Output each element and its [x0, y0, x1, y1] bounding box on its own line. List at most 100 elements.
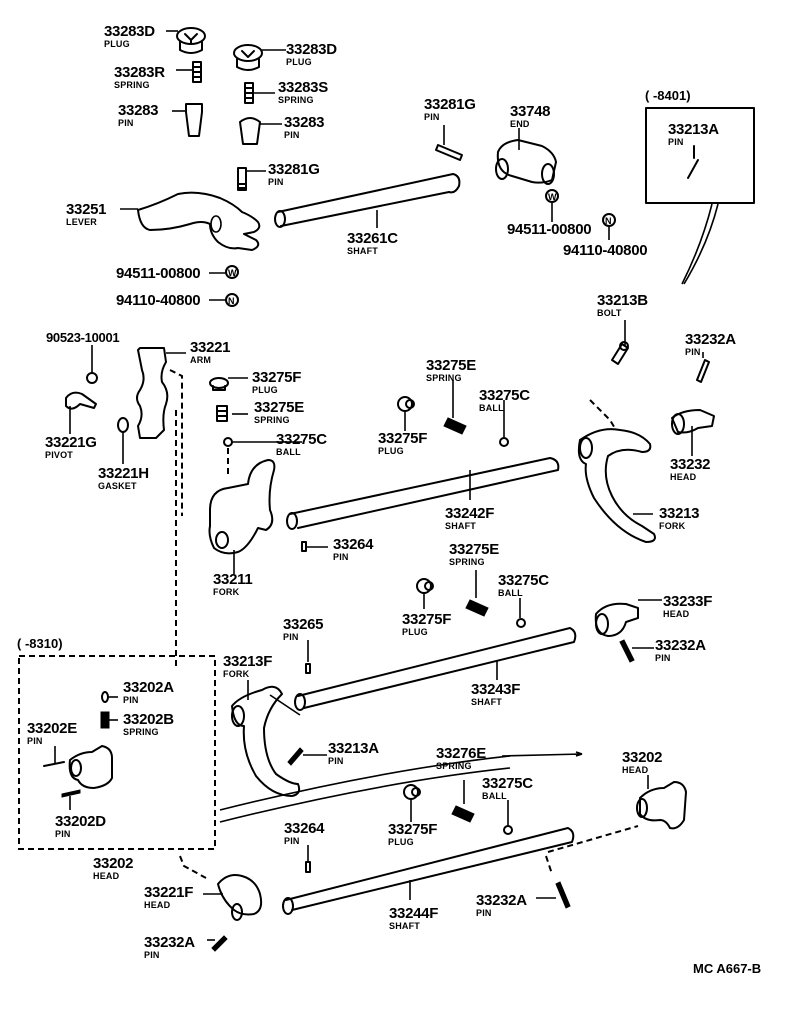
ball-icon — [516, 618, 526, 628]
part-label[interactable]: 94110-40800 — [563, 243, 648, 258]
part-number: 33232A — [655, 637, 706, 654]
guide-line — [547, 825, 639, 853]
part-name: FORK — [213, 587, 240, 597]
part-number: 33213F — [223, 653, 273, 670]
fork-icon — [577, 428, 656, 543]
svg-text:N: N — [605, 216, 612, 226]
svg-text:W: W — [228, 268, 237, 278]
pin-icon — [305, 861, 311, 873]
svg-text:N: N — [228, 296, 235, 306]
part-label[interactable]: 94511-00800 — [507, 222, 592, 237]
nut-n-icon: N — [602, 213, 616, 227]
pin-icon — [435, 144, 463, 161]
ball-icon — [499, 437, 509, 447]
part-number: 33264 — [333, 536, 374, 553]
part-number: 33275E — [426, 357, 476, 374]
part-name: HEAD — [622, 765, 649, 775]
part-number: 33275F — [402, 611, 452, 628]
washer-w-icon: W — [225, 265, 239, 279]
guide-line — [589, 399, 617, 431]
pin-icon — [301, 541, 307, 552]
part-number: 33283 — [118, 102, 159, 119]
pin-icon — [43, 761, 65, 767]
part-number: 33213B — [597, 292, 648, 309]
part-name: PLUG — [286, 57, 312, 67]
fork-icon — [231, 685, 301, 797]
pin-icon — [619, 639, 635, 663]
spring-icon — [100, 711, 110, 729]
part-label[interactable]: 90523-10001 — [46, 331, 120, 344]
part-number: 33275E — [254, 399, 304, 416]
guide-line — [169, 369, 183, 516]
head-icon — [636, 781, 687, 830]
inset-8310-frame — [18, 655, 216, 850]
part-label[interactable]: 94511-00800 — [116, 266, 201, 281]
svg-text:W: W — [548, 192, 557, 202]
part-number: 33243F — [471, 681, 521, 698]
part-number: 33232A — [144, 934, 195, 951]
shaft-icon — [294, 627, 577, 711]
part-number: 33242F — [445, 505, 495, 522]
inset-8401-frame — [645, 107, 755, 204]
pin-icon — [101, 691, 109, 703]
head-icon — [217, 874, 263, 921]
part-label[interactable]: 94110-40800 — [116, 293, 201, 308]
part-number: 33213A — [668, 121, 719, 138]
part-number: 33261C — [347, 230, 398, 247]
shaft-icon — [286, 457, 560, 530]
pin-icon — [239, 117, 261, 145]
part-name: PIN — [144, 950, 160, 960]
